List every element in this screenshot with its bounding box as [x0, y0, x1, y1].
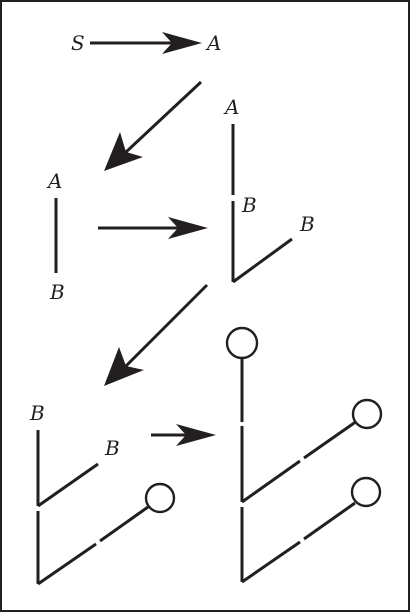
- arrow-step3-to-step4: [104, 283, 209, 386]
- edge-branch-lower-b-step5: [303, 501, 356, 541]
- tree-step4: B B: [29, 401, 176, 586]
- edge-branch-lower-a-step5: [241, 540, 301, 584]
- label-a-step3: A: [223, 95, 239, 119]
- circle-node-upper-step5: [351, 398, 383, 430]
- label-b-branch-step3: B: [299, 212, 315, 236]
- label-b-middle-step3: B: [241, 193, 257, 217]
- label-b-branch-step4: B: [104, 436, 120, 460]
- label-b-step2: B: [49, 280, 65, 304]
- edge-branch-lower-a-step4: [37, 542, 97, 586]
- circle-node-top-step5: [225, 326, 259, 360]
- arrow-step4-to-step5: [151, 424, 216, 446]
- tree-step5: [225, 326, 383, 584]
- tree-step3: A B B: [223, 95, 315, 284]
- circle-node-lower-step5: [350, 476, 382, 508]
- label-b-top-step4: B: [29, 401, 45, 425]
- arrow-step2-to-step3: [98, 217, 208, 239]
- edge-branch-upper-step4: [37, 462, 99, 508]
- edge-branch-lower-b-step4: [99, 505, 149, 543]
- arrow-s-to-a: [90, 32, 202, 54]
- label-a-step1: A: [205, 31, 221, 55]
- label-s: S: [71, 31, 85, 55]
- edge-branch-step3: [232, 237, 293, 284]
- edge-branch-upper-a-step5: [241, 459, 301, 504]
- edge-branch-upper-b-step5: [303, 419, 358, 460]
- circle-node-step4: [144, 482, 176, 514]
- arrow-step1-to-step2: [104, 80, 203, 171]
- label-a-step2: A: [46, 169, 62, 193]
- tree-step2: A B: [46, 169, 65, 304]
